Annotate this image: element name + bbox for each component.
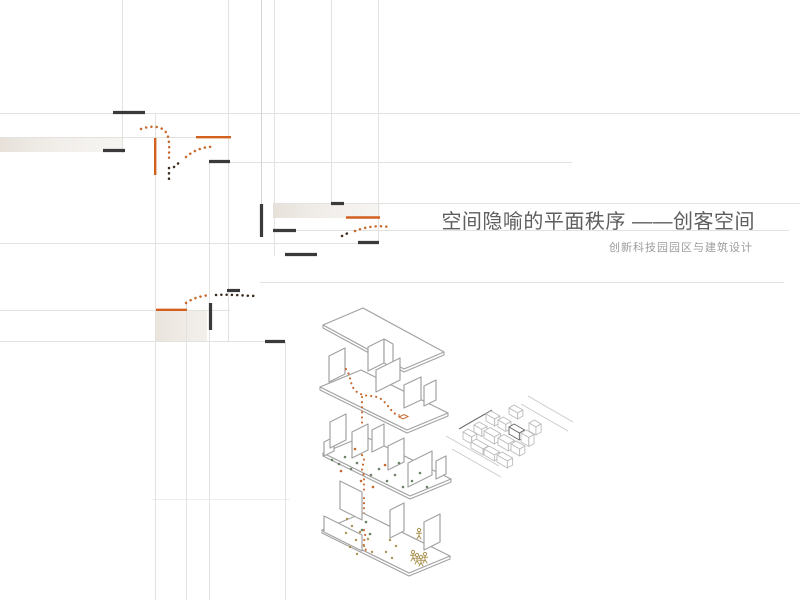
- site-dark-edge: [458, 409, 493, 430]
- exploded-axonometric: [319, 307, 452, 577]
- plan-fill-2: [273, 204, 380, 218]
- site-massing-isometric: [445, 395, 574, 478]
- plan-fill-blocks: [0, 138, 380, 342]
- plan-fill-1: [0, 138, 122, 152]
- plan-flow-dotted-curves: [139, 125, 391, 305]
- page-title: 空间隐喻的平面秩序 ——创客空间: [441, 211, 755, 233]
- axon-human-figures: [409, 527, 429, 567]
- axon-level-3: [322, 413, 452, 500]
- plan-accent-lines: [154, 136, 380, 311]
- plan-wall-marks: [103, 110, 379, 344]
- plan-fill-3: [155, 311, 207, 342]
- site-building-boxes: [462, 404, 542, 469]
- axon-flow-dots: [330, 447, 429, 560]
- axon-level-4: [321, 480, 451, 577]
- axon-level-2: [319, 338, 449, 434]
- page-subtitle: 创新科技园园区与建筑设计: [609, 242, 753, 254]
